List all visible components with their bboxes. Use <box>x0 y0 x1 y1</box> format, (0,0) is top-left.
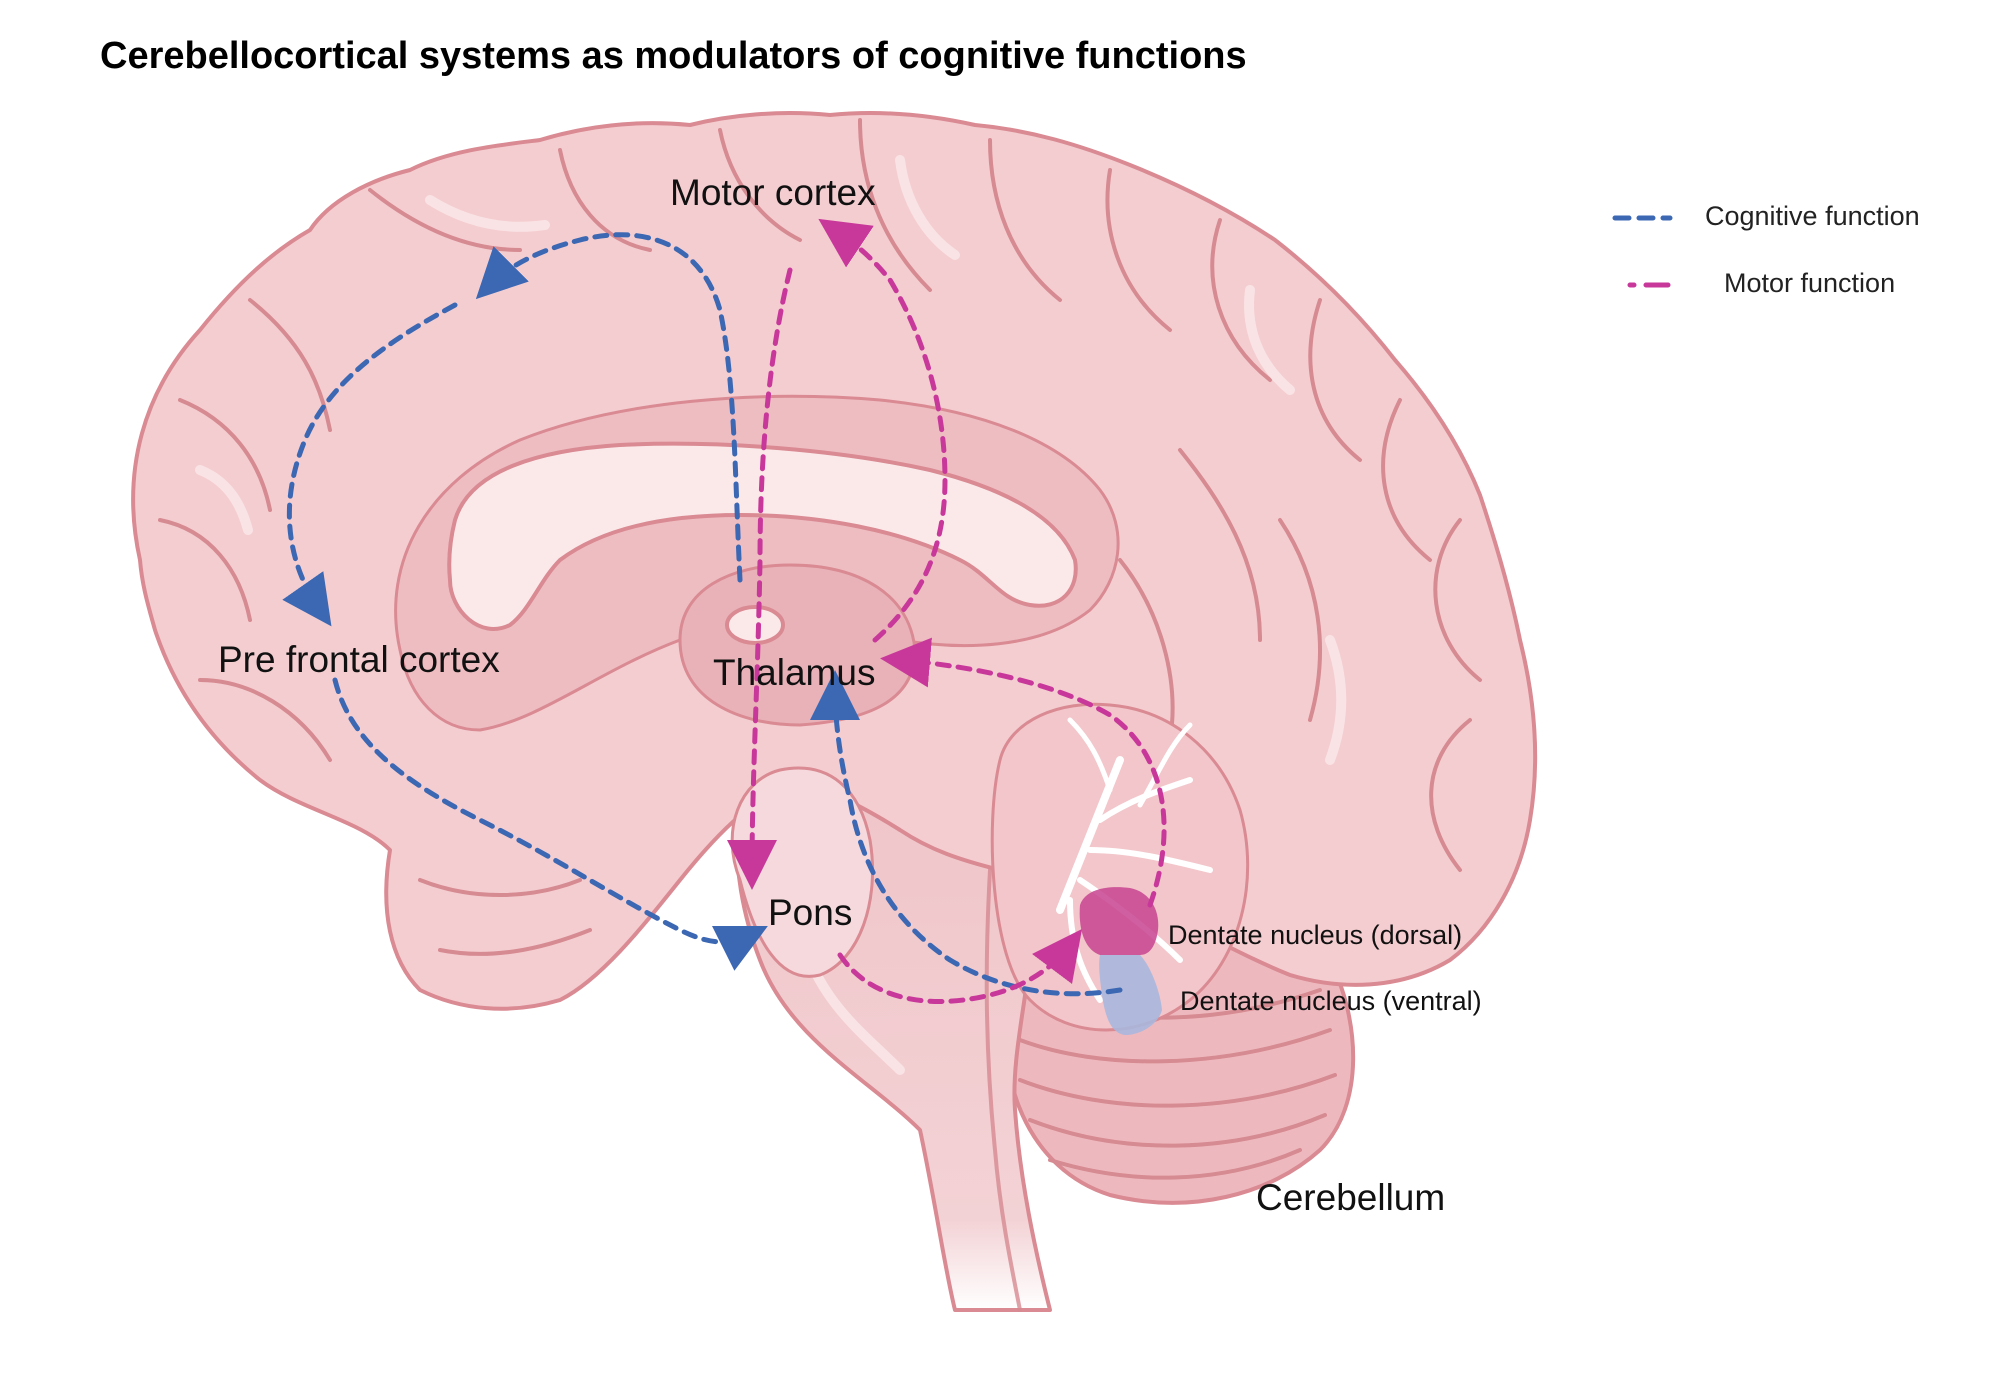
path-prefrontal-arc <box>282 302 458 627</box>
brain-illustration <box>131 111 1538 1312</box>
path-dentate-dorsal-to-thalamus <box>880 637 1167 908</box>
legend: Cognitive function Motor function <box>1612 201 1920 298</box>
path-prefrontal-to-pons <box>332 677 768 971</box>
pons-region <box>730 766 875 978</box>
path-dentate-ventral-to-thalamus <box>810 670 1123 997</box>
label-pons: Pons <box>768 892 852 933</box>
cerebellum-folia <box>1018 988 1337 1180</box>
dentate-nucleus-dorsal <box>1079 887 1159 955</box>
path-motor-cortex-to-pons <box>727 267 793 890</box>
cortex-sulci <box>158 118 1482 956</box>
region-labels: Motor cortex Pre frontal cortex Thalamus… <box>218 172 1482 1218</box>
corpus-callosum <box>447 441 1078 631</box>
thalamus-region <box>678 563 917 727</box>
path-pons-to-dentate-dorsal <box>837 929 1083 1005</box>
dentate-nucleus-ventral <box>1099 955 1162 1035</box>
legend-item-motor: Motor function <box>1627 268 1895 298</box>
label-dentate-dorsal: Dentate nucleus (dorsal) <box>1168 920 1462 950</box>
path-thalamus-to-prefrontal-upper <box>475 232 743 583</box>
motor-pathways <box>727 218 1167 1005</box>
diagram-title: Cerebellocortical systems as modulators … <box>100 35 1247 77</box>
label-cerebellum: Cerebellum <box>1256 1177 1445 1218</box>
legend-item-cognitive: Cognitive function <box>1612 201 1920 231</box>
interthalamic-adhesion <box>725 605 785 645</box>
path-thalamus-to-motor-cortex <box>818 218 948 643</box>
label-dentate-ventral: Dentate nucleus (ventral) <box>1180 986 1482 1016</box>
label-prefrontal-cortex: Pre frontal cortex <box>218 639 500 680</box>
label-thalamus: Thalamus <box>713 652 875 693</box>
cortex-highlights <box>195 155 1347 765</box>
legend-label-motor: Motor function <box>1724 268 1895 298</box>
label-motor-cortex: Motor cortex <box>670 172 876 213</box>
legend-label-cognitive: Cognitive function <box>1705 201 1920 231</box>
cognitive-pathways <box>282 232 1123 997</box>
